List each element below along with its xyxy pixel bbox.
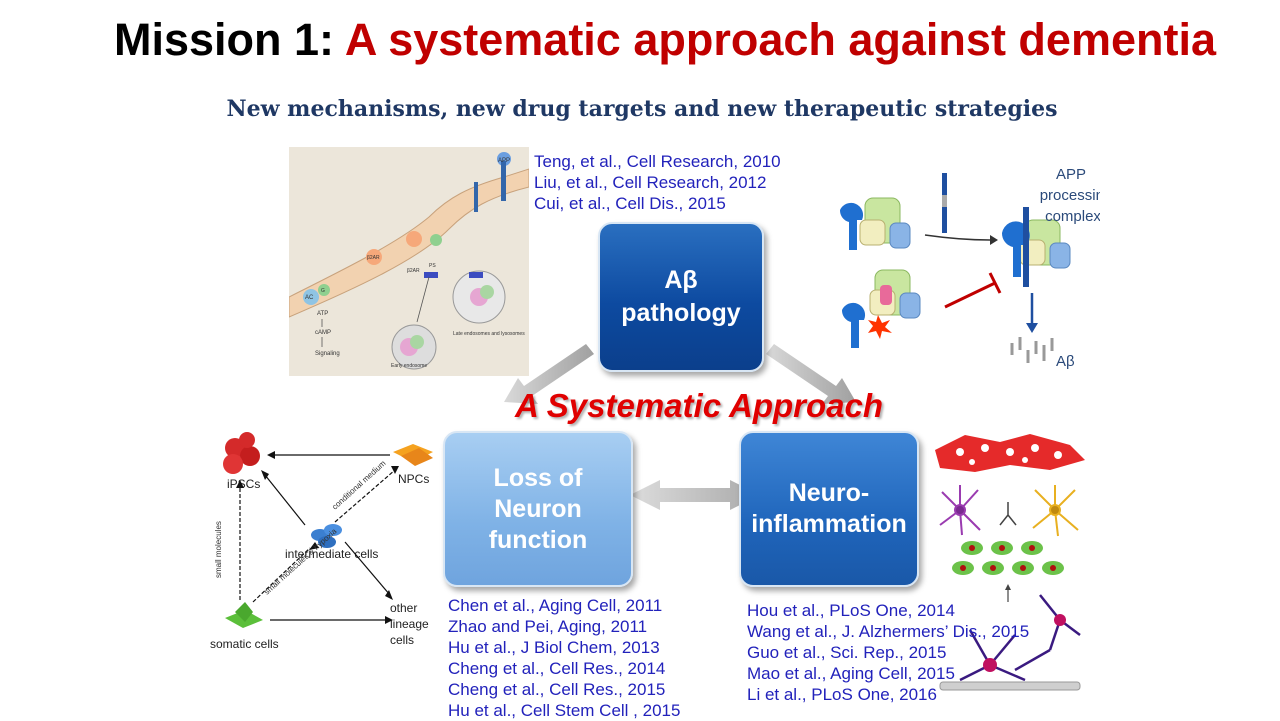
protein-blob — [410, 335, 424, 349]
late-endosome-label: Late endosomes and lysosomes — [453, 331, 525, 337]
binding-arrow — [924, 234, 991, 241]
b2ar-label: β2AR — [407, 268, 420, 274]
arrow-loss-neuro — [630, 480, 760, 510]
signaling-label: Signaling — [315, 351, 340, 357]
ab-pathology-label: Aβ pathology — [621, 266, 741, 327]
refs-loss: Chen et al., Aging Cell, 2011 Zhao and P… — [448, 595, 680, 721]
neuroinflammation-label: Neuro- inflammation — [751, 479, 907, 538]
protein-complex-1 — [839, 197, 911, 250]
ipscs-label: iPSCs — [227, 477, 260, 491]
neuroinflammation-figure — [935, 434, 1085, 691]
subtitle: New mechanisms, new drug targets and new… — [226, 96, 1058, 122]
loss-of-neuron-function-box: Loss of Neuron function — [443, 431, 633, 587]
neuron-body — [983, 658, 997, 672]
reference: Zhao and Pei, Aging, 2011 — [448, 617, 648, 636]
app-processing-figure: APP processing complex Aβ — [839, 166, 1100, 370]
b2ar-label: β2AR — [367, 255, 380, 261]
neuroinflammation-box: Neuro- inflammation — [739, 431, 919, 587]
pathway-arrow — [416, 276, 430, 323]
protein-complex-2 — [1001, 207, 1071, 287]
reprogramming-arrows — [239, 454, 396, 621]
reference: Cheng et al., Cell Res., 2014 — [448, 659, 666, 678]
app-fragment — [469, 272, 483, 278]
app-bar — [474, 182, 478, 212]
camp-label: cAMP — [315, 330, 331, 336]
reference: Cui, et al., Cell Dis., 2015 — [534, 194, 726, 213]
reference: Hu et al., Cell Stem Cell , 2015 — [448, 701, 681, 720]
vessel-base — [939, 681, 1081, 691]
connection-arrows — [504, 344, 856, 510]
cells-label: cells — [390, 633, 414, 647]
reference: Hu et al., J Biol Chem, 2013 — [448, 638, 660, 657]
app-label: APP — [498, 158, 510, 164]
ac-label: AC — [305, 295, 314, 301]
astrocyte-cell — [1032, 485, 1079, 537]
app-bar — [501, 161, 506, 201]
binding-arrowhead — [990, 235, 998, 245]
microglia-cell — [939, 485, 981, 536]
arrowheads — [236, 451, 399, 624]
somatic-cell — [235, 602, 253, 622]
up-arrowhead — [1005, 584, 1011, 590]
reference: Mao et al., Aging Cell, 2015 — [747, 664, 955, 683]
lineage-label: lineage — [390, 617, 429, 631]
fork-arrow — [999, 502, 1017, 526]
intermediate-cells-label: intermediate cells — [285, 547, 378, 561]
npcs-cell — [401, 448, 433, 466]
reference: Liu, et al., Cell Research, 2012 — [534, 173, 767, 192]
reference: Chen et al., Aging Cell, 2011 — [448, 596, 663, 615]
reference: Guo et al., Sci. Rep., 2015 — [747, 643, 947, 662]
title-highlight: A systematic approach against dementia — [344, 14, 1216, 65]
other-label: other — [390, 601, 417, 615]
title-prefix: Mission 1: — [113, 14, 345, 65]
endosome-pathway-figure: APP AC G ATP cAMP Signaling β2AR β2AR PS… — [289, 147, 529, 376]
app-fragment — [424, 272, 438, 278]
app-circle — [497, 152, 511, 166]
g-label: G — [321, 288, 325, 294]
b2ar-circle — [406, 231, 422, 247]
reference: Li et al., PLoS One, 2016 — [747, 685, 937, 704]
atp-label: ATP — [317, 311, 328, 317]
protein-complex-inhibited — [841, 269, 921, 348]
protein-blob — [480, 285, 494, 299]
ps-label: PS — [429, 263, 436, 269]
reference: Cheng et al., Cell Res., 2015 — [448, 680, 666, 699]
small-molecules-hypoxia-label: small molecules & hypoxia — [262, 526, 338, 596]
early-endosome-label: Early endosome — [391, 363, 427, 369]
inhibition-bar — [988, 272, 1002, 294]
refs-neuro: Hou et al., PLoS One, 2014 Wang et al., … — [747, 600, 1029, 705]
ab-fragments — [1010, 337, 1054, 363]
neuron-cell-rows — [952, 541, 1064, 575]
ab-product-label: Aβ — [1056, 353, 1075, 370]
g-circle — [318, 284, 330, 296]
ac-circle — [303, 289, 319, 305]
somatic-cells-label: somatic cells — [210, 637, 279, 651]
loss-of-neuron-function-label: Loss of Neuron function — [488, 463, 588, 554]
inhibition-line — [944, 281, 996, 309]
app-substrate-segment — [942, 195, 947, 207]
intermediate-cells-cluster — [311, 524, 342, 548]
arrow-ab-loss — [504, 344, 594, 404]
neuron-body — [1054, 614, 1066, 626]
reference: Teng, et al., Cell Research, 2010 — [534, 152, 781, 171]
app-title-line: processing — [1040, 187, 1100, 204]
arrow-ab-neuro — [766, 344, 856, 404]
cell-reprogramming-figure: iPSCs NPCs intermediate cells somatic ce… — [210, 432, 433, 651]
npcs-label: NPCs — [398, 472, 429, 486]
reference: Hou et al., PLoS One, 2014 — [747, 601, 955, 620]
conditional-medium-label: conditional medium — [330, 458, 387, 511]
refs-ab: Teng, et al., Cell Research, 2010 Liu, e… — [534, 151, 781, 214]
ps-circle — [430, 234, 442, 246]
app-title-line: APP — [1056, 166, 1086, 183]
reference: Wang et al., J. Alzhermers’ Dis., 2015 — [747, 622, 1030, 641]
small-molecules-label: small molecules — [214, 521, 223, 578]
ipscs-cluster — [223, 432, 260, 474]
systematic-approach-title: A Systematic Approach — [515, 387, 883, 424]
endothelial-cell-layer — [935, 434, 1085, 472]
ab-pathology-box: Aβ pathology — [598, 222, 764, 372]
page-title: Mission 1: A systematic approach against… — [0, 14, 1280, 66]
b2ar-circle — [366, 249, 382, 265]
app-title-line: complex — [1045, 208, 1100, 225]
cleavage-arrowhead — [1026, 323, 1038, 333]
